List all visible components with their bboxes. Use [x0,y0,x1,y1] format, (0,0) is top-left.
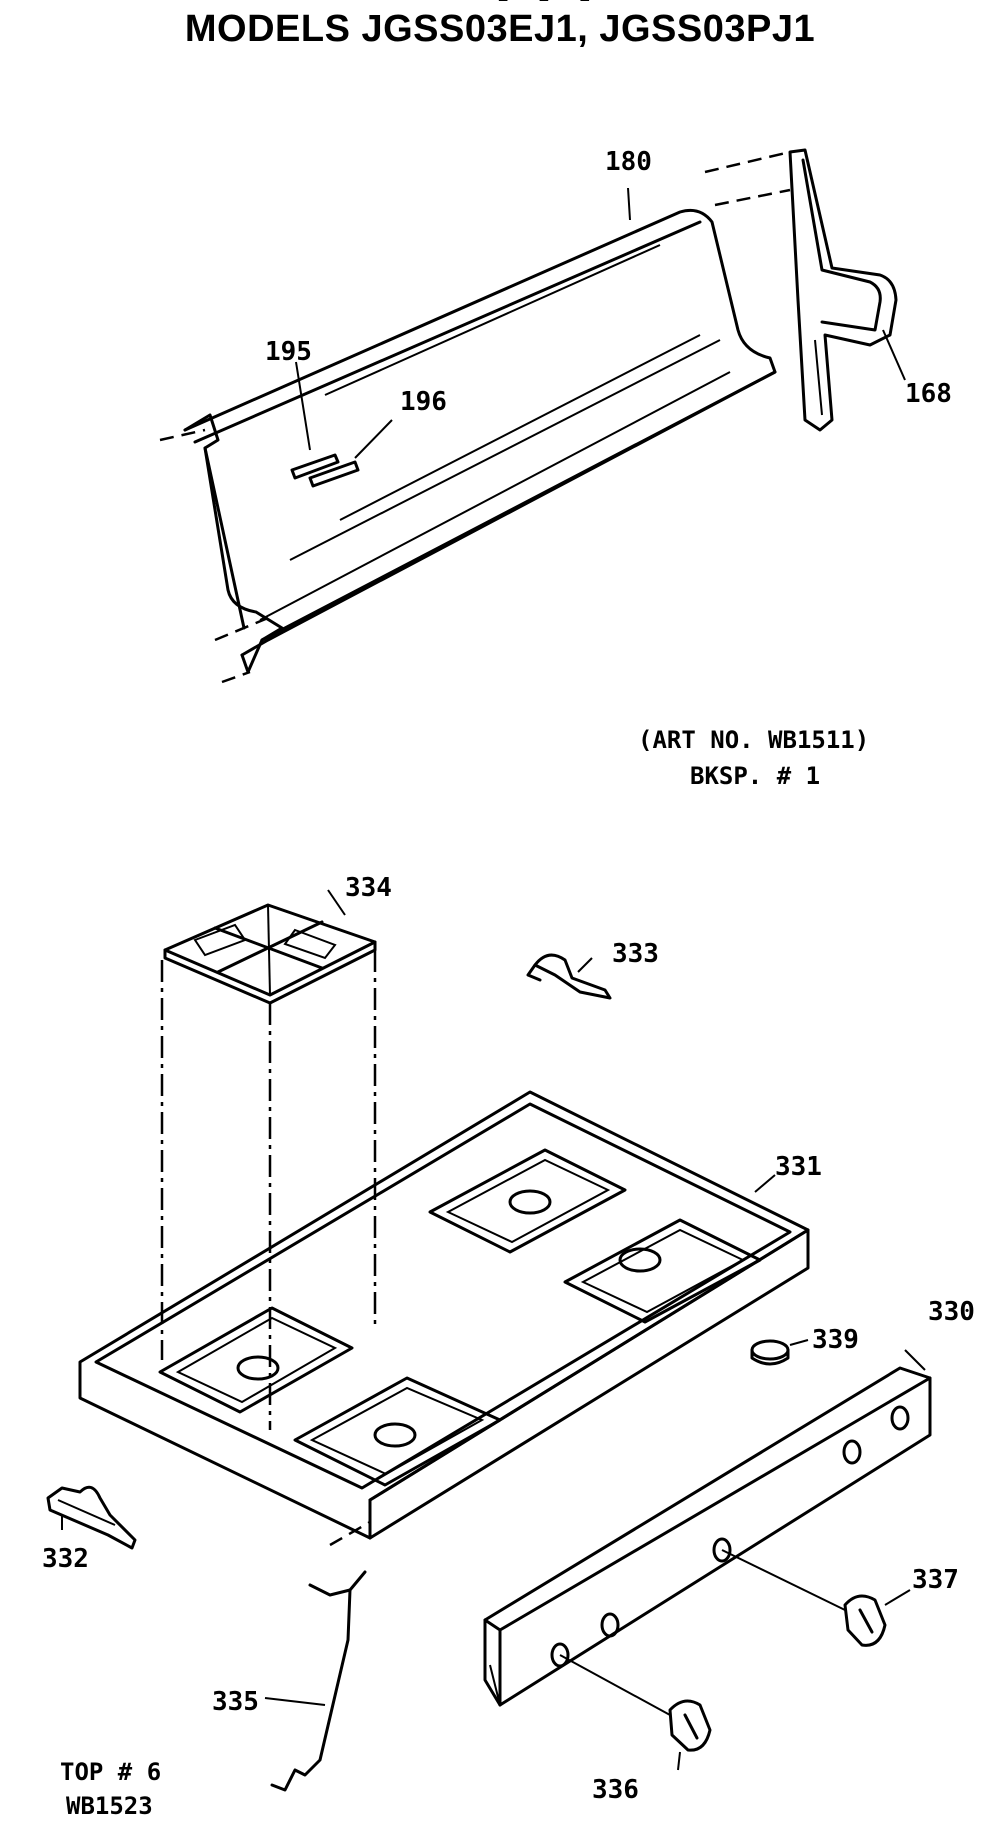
manifold-panel-330 [483,1349,932,1707]
valve-337 [721,1549,911,1647]
part-label-336: 336 [592,1775,639,1805]
cooktop-331 [78,1090,810,1547]
valve-336 [559,1654,712,1771]
knob-339 [750,1339,809,1366]
bksp-note: BKSP. # 1 [690,762,820,790]
top-note: TOP # 6 [60,1758,161,1786]
part-label-330: 330 [928,1297,975,1327]
part-label-195: 195 [265,337,312,367]
part-label-334: 334 [345,873,392,903]
part-label-332: 332 [42,1544,89,1574]
part-label-335: 335 [212,1687,259,1717]
rod-335 [264,1570,367,1792]
art-note-backsplash: (ART NO. WB1511) [638,726,869,754]
part-label-337: 337 [912,1565,959,1595]
grate-334 [163,889,377,1005]
title-top-fragment: ' - - - ' '' ' [460,0,731,17]
backsplash-panel [159,150,791,684]
part-label-333: 333 [612,939,659,969]
part-label-180: 180 [605,147,652,177]
bracket-332 [46,1485,137,1550]
part-label-339: 339 [812,1325,859,1355]
part-label-331: 331 [775,1152,822,1182]
page-title: MODELS JGSS03EJ1, JGSS03PJ1 [184,8,816,50]
part-label-168: 168 [905,379,952,409]
part-label-196: 196 [400,387,447,417]
art-note-cooktop: WB1523 [66,1792,153,1820]
end-bracket-168 [788,148,906,432]
clip-333 [526,953,612,1000]
